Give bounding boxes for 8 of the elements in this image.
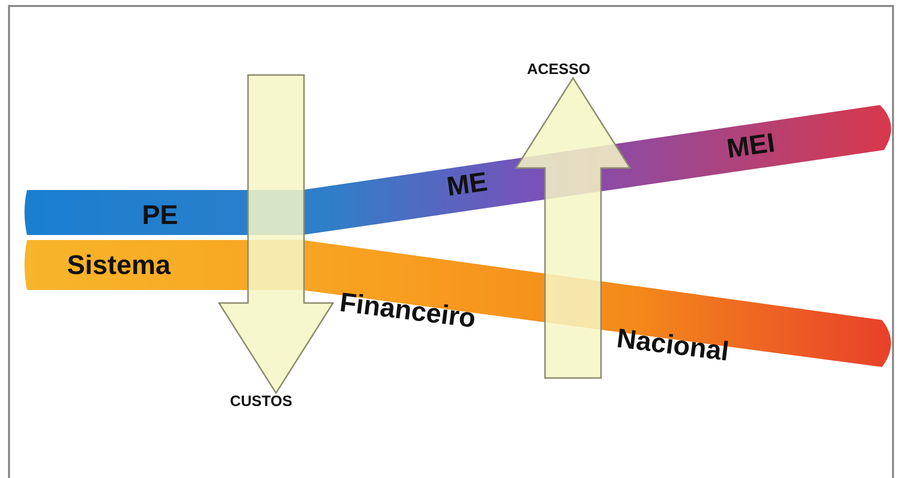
arrow-label: ACESSO [527, 61, 590, 78]
band-label: ME [444, 166, 490, 202]
band-label: PE [142, 200, 178, 230]
band-label: MEI [724, 127, 777, 164]
arrow-label: CUSTOS [230, 393, 292, 410]
block-arrow [218, 74, 334, 394]
band-label: Sistema Financeiro Nacional [66, 249, 732, 369]
block-arrow [514, 76, 632, 379]
